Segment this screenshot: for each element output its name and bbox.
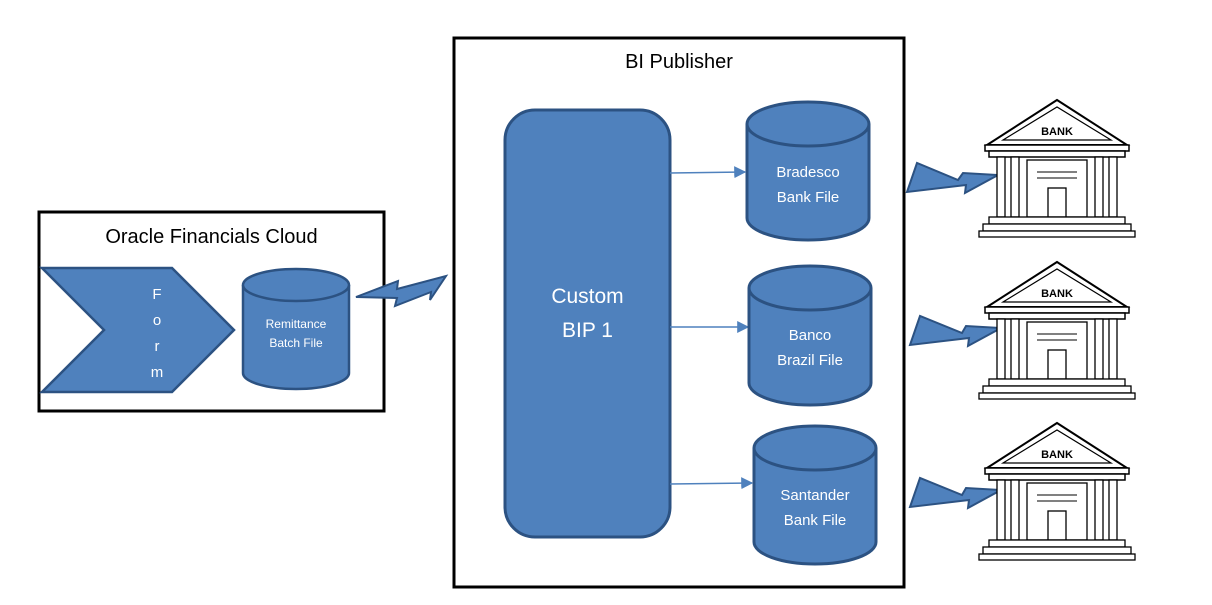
bank-label: BANK bbox=[1041, 449, 1073, 461]
publisher-title: BI Publisher bbox=[625, 51, 733, 73]
form-letter: m bbox=[150, 364, 164, 381]
custom-bip-line2: BIP 1 bbox=[562, 319, 613, 342]
bank-label: BANK bbox=[1041, 288, 1073, 300]
lightning-bolt-icon bbox=[908, 314, 1005, 348]
custom-bip-line1: Custom bbox=[551, 285, 624, 308]
bradesco-cylinder bbox=[745, 100, 871, 242]
remittance-line2: Batch File bbox=[269, 336, 323, 350]
bradesco-line1: Bradesco bbox=[776, 164, 840, 181]
oracle-title: Oracle Financials Cloud bbox=[105, 226, 318, 248]
banco-cylinder bbox=[747, 264, 873, 407]
form-chevron bbox=[38, 266, 236, 394]
custom-bip-label: Custom BIP 1 bbox=[505, 280, 670, 348]
remittance-line1: Remittance bbox=[265, 317, 327, 331]
bradesco-label: Bradesco Bank File bbox=[747, 160, 869, 210]
lightning-bolt-icon bbox=[905, 161, 1002, 195]
bank-building-icon bbox=[978, 99, 1136, 238]
form-label: F o r m bbox=[145, 282, 169, 386]
form-letter: r bbox=[154, 338, 160, 355]
santander-cylinder bbox=[752, 424, 878, 566]
santander-line1: Santander bbox=[780, 487, 850, 504]
custom-bip-block bbox=[503, 108, 672, 539]
banco-line1: Banco bbox=[788, 327, 832, 344]
lightning-bolt-icon bbox=[355, 274, 449, 308]
bradesco-line2: Bank File bbox=[776, 189, 840, 206]
bank-label: BANK bbox=[1041, 126, 1073, 138]
remittance-cylinder bbox=[241, 267, 351, 391]
banco-line2: Brazil File bbox=[777, 352, 843, 369]
banco-label: Banco Brazil File bbox=[749, 323, 871, 373]
arrow-to-santander bbox=[669, 477, 754, 490]
remittance-label: Remittance Batch File bbox=[243, 315, 349, 353]
bank-building-icon bbox=[978, 261, 1136, 400]
arrow-to-bradesco bbox=[669, 166, 747, 179]
form-letter: F bbox=[152, 286, 162, 303]
santander-line2: Bank File bbox=[783, 512, 847, 529]
lightning-bolt-icon bbox=[908, 476, 1005, 510]
form-letter: o bbox=[152, 312, 162, 329]
bank-building-icon bbox=[978, 422, 1136, 561]
santander-label: Santander Bank File bbox=[754, 483, 876, 533]
